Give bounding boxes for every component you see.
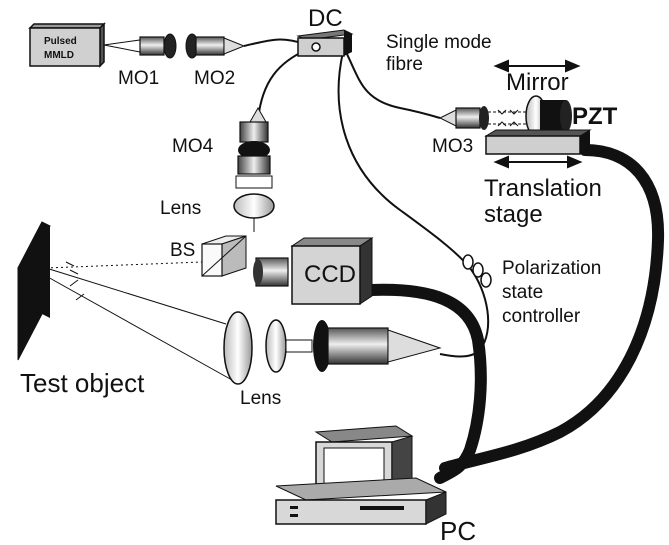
- pc-computer: [275, 425, 447, 525]
- fibre-label-line1: Single mode: [386, 32, 492, 53]
- lower-lens-group: [223, 311, 442, 385]
- ccd-camera: [253, 237, 374, 305]
- laser-beam: [103, 39, 141, 53]
- lower-lens-label: Lens: [240, 388, 281, 409]
- translation-stage: [484, 129, 592, 155]
- test-object-label: Test object: [20, 368, 145, 398]
- polarization-label-line1: Polarization: [502, 258, 601, 279]
- dc-label: DC: [308, 5, 343, 32]
- mirror-label: Mirror: [506, 69, 569, 96]
- pzt-label: PZT: [572, 103, 618, 130]
- fibre-mo2-to-dc: [243, 38, 306, 47]
- mo4-objective: [237, 106, 271, 175]
- object-beams: [45, 261, 233, 381]
- upper-lens: [233, 175, 275, 232]
- dc-coupler: [296, 29, 354, 57]
- polarization-label-line2: state: [502, 282, 543, 303]
- mo4-label: MO4: [172, 136, 214, 157]
- mirror-pzt-assembly: [525, 95, 572, 137]
- pulsed-mmld-laser: Pulsed MMLD: [28, 22, 106, 68]
- stage-double-arrow: [493, 155, 583, 169]
- fibre-dc-to-mo4: [257, 49, 307, 121]
- laser-label-line1: Pulsed: [44, 36, 77, 47]
- test-object: [17, 221, 51, 361]
- stage-label-line1: Translation: [484, 175, 602, 202]
- mo3-beam: [488, 109, 526, 127]
- mo2-label: MO2: [194, 68, 235, 89]
- polarization-label-line3: controller: [502, 306, 581, 327]
- beam-splitter: [201, 235, 247, 277]
- mo3-label: MO3: [432, 136, 473, 157]
- cable-stage-to-pc: [439, 144, 665, 474]
- pc-label: PC: [440, 516, 476, 545]
- ccd-label: CCD: [304, 261, 356, 288]
- stage-label-line2: stage: [484, 201, 543, 228]
- mirror-double-arrow: [493, 59, 581, 73]
- bs-label: BS: [170, 240, 195, 261]
- mo2-objective: [185, 33, 246, 59]
- mo1-label: MO1: [118, 68, 159, 89]
- mo3-objective: [438, 106, 489, 130]
- polarization-controller: [462, 254, 492, 288]
- laser-label-line2: MMLD: [44, 50, 74, 61]
- upper-lens-label: Lens: [160, 198, 201, 219]
- fibre-dc-to-mo3: [344, 49, 441, 119]
- mo1-objective: [139, 33, 177, 59]
- cables: [366, 144, 665, 484]
- fibre-label-line2: fibre: [386, 54, 423, 75]
